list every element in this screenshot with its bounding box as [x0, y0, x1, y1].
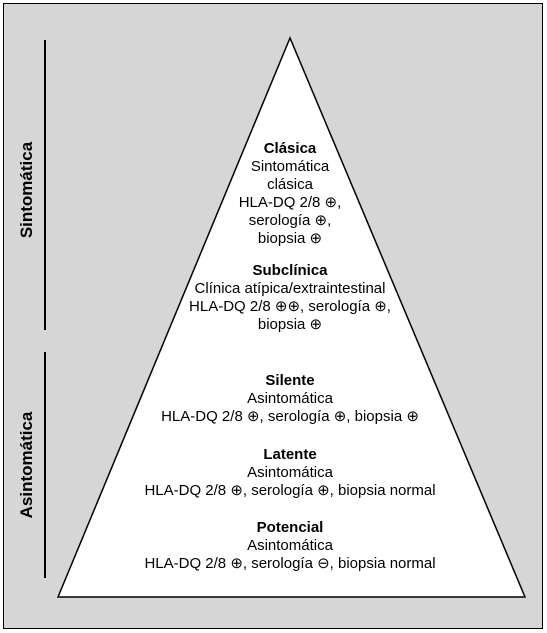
level-silente-title: Silente: [265, 372, 315, 389]
level-subclinica: Subclínica Clínica atípica/extraintestin…: [120, 262, 460, 334]
level-latente-line: HLA-DQ 2/8 ⊕, serología ⊕, biopsia norma…: [144, 482, 436, 499]
level-potencial-title: Potencial: [256, 519, 324, 536]
level-subclinica-line: HLA-DQ 2/8 ⊕⊕, serología ⊕,: [189, 298, 391, 315]
level-subclinica-line: biopsia ⊕: [257, 316, 323, 333]
level-silente-line: HLA-DQ 2/8 ⊕, serología ⊕, biopsia ⊕: [161, 408, 419, 425]
level-clasica-line: clásica: [267, 176, 313, 193]
level-potencial-line: HLA-DQ 2/8 ⊕, serología ⊖, biopsia norma…: [144, 555, 436, 572]
level-clasica: Clásica Sintomática clásica HLA-DQ 2/8 ⊕…: [120, 140, 460, 248]
level-clasica-line: HLA-DQ 2/8 ⊕,: [238, 194, 342, 211]
level-clasica-title: Clásica: [263, 140, 317, 157]
level-subclinica-line: Clínica atípica/extraintestinal: [194, 280, 386, 297]
pyramid-triangle: [56, 36, 527, 598]
level-silente-line: Asintomática: [247, 390, 333, 407]
level-clasica-line: biopsia ⊕: [257, 230, 323, 247]
level-potencial-line: Asintomática: [247, 537, 333, 554]
level-silente: Silente Asintomática HLA-DQ 2/8 ⊕, serol…: [120, 372, 460, 426]
level-latente-line: Asintomática: [247, 464, 333, 481]
level-subclinica-title: Subclínica: [252, 262, 328, 279]
level-clasica-line: serología ⊕,: [248, 212, 332, 229]
level-latente: Latente Asintomática HLA-DQ 2/8 ⊕, serol…: [120, 446, 460, 500]
level-clasica-line: Sintomática: [250, 158, 330, 175]
symptomatic-bracket-line: [44, 40, 46, 330]
level-latente-title: Latente: [263, 446, 317, 463]
level-potencial: Potencial Asintomática HLA-DQ 2/8 ⊕, ser…: [120, 519, 460, 573]
asymptomatic-bracket-line: [44, 352, 46, 578]
